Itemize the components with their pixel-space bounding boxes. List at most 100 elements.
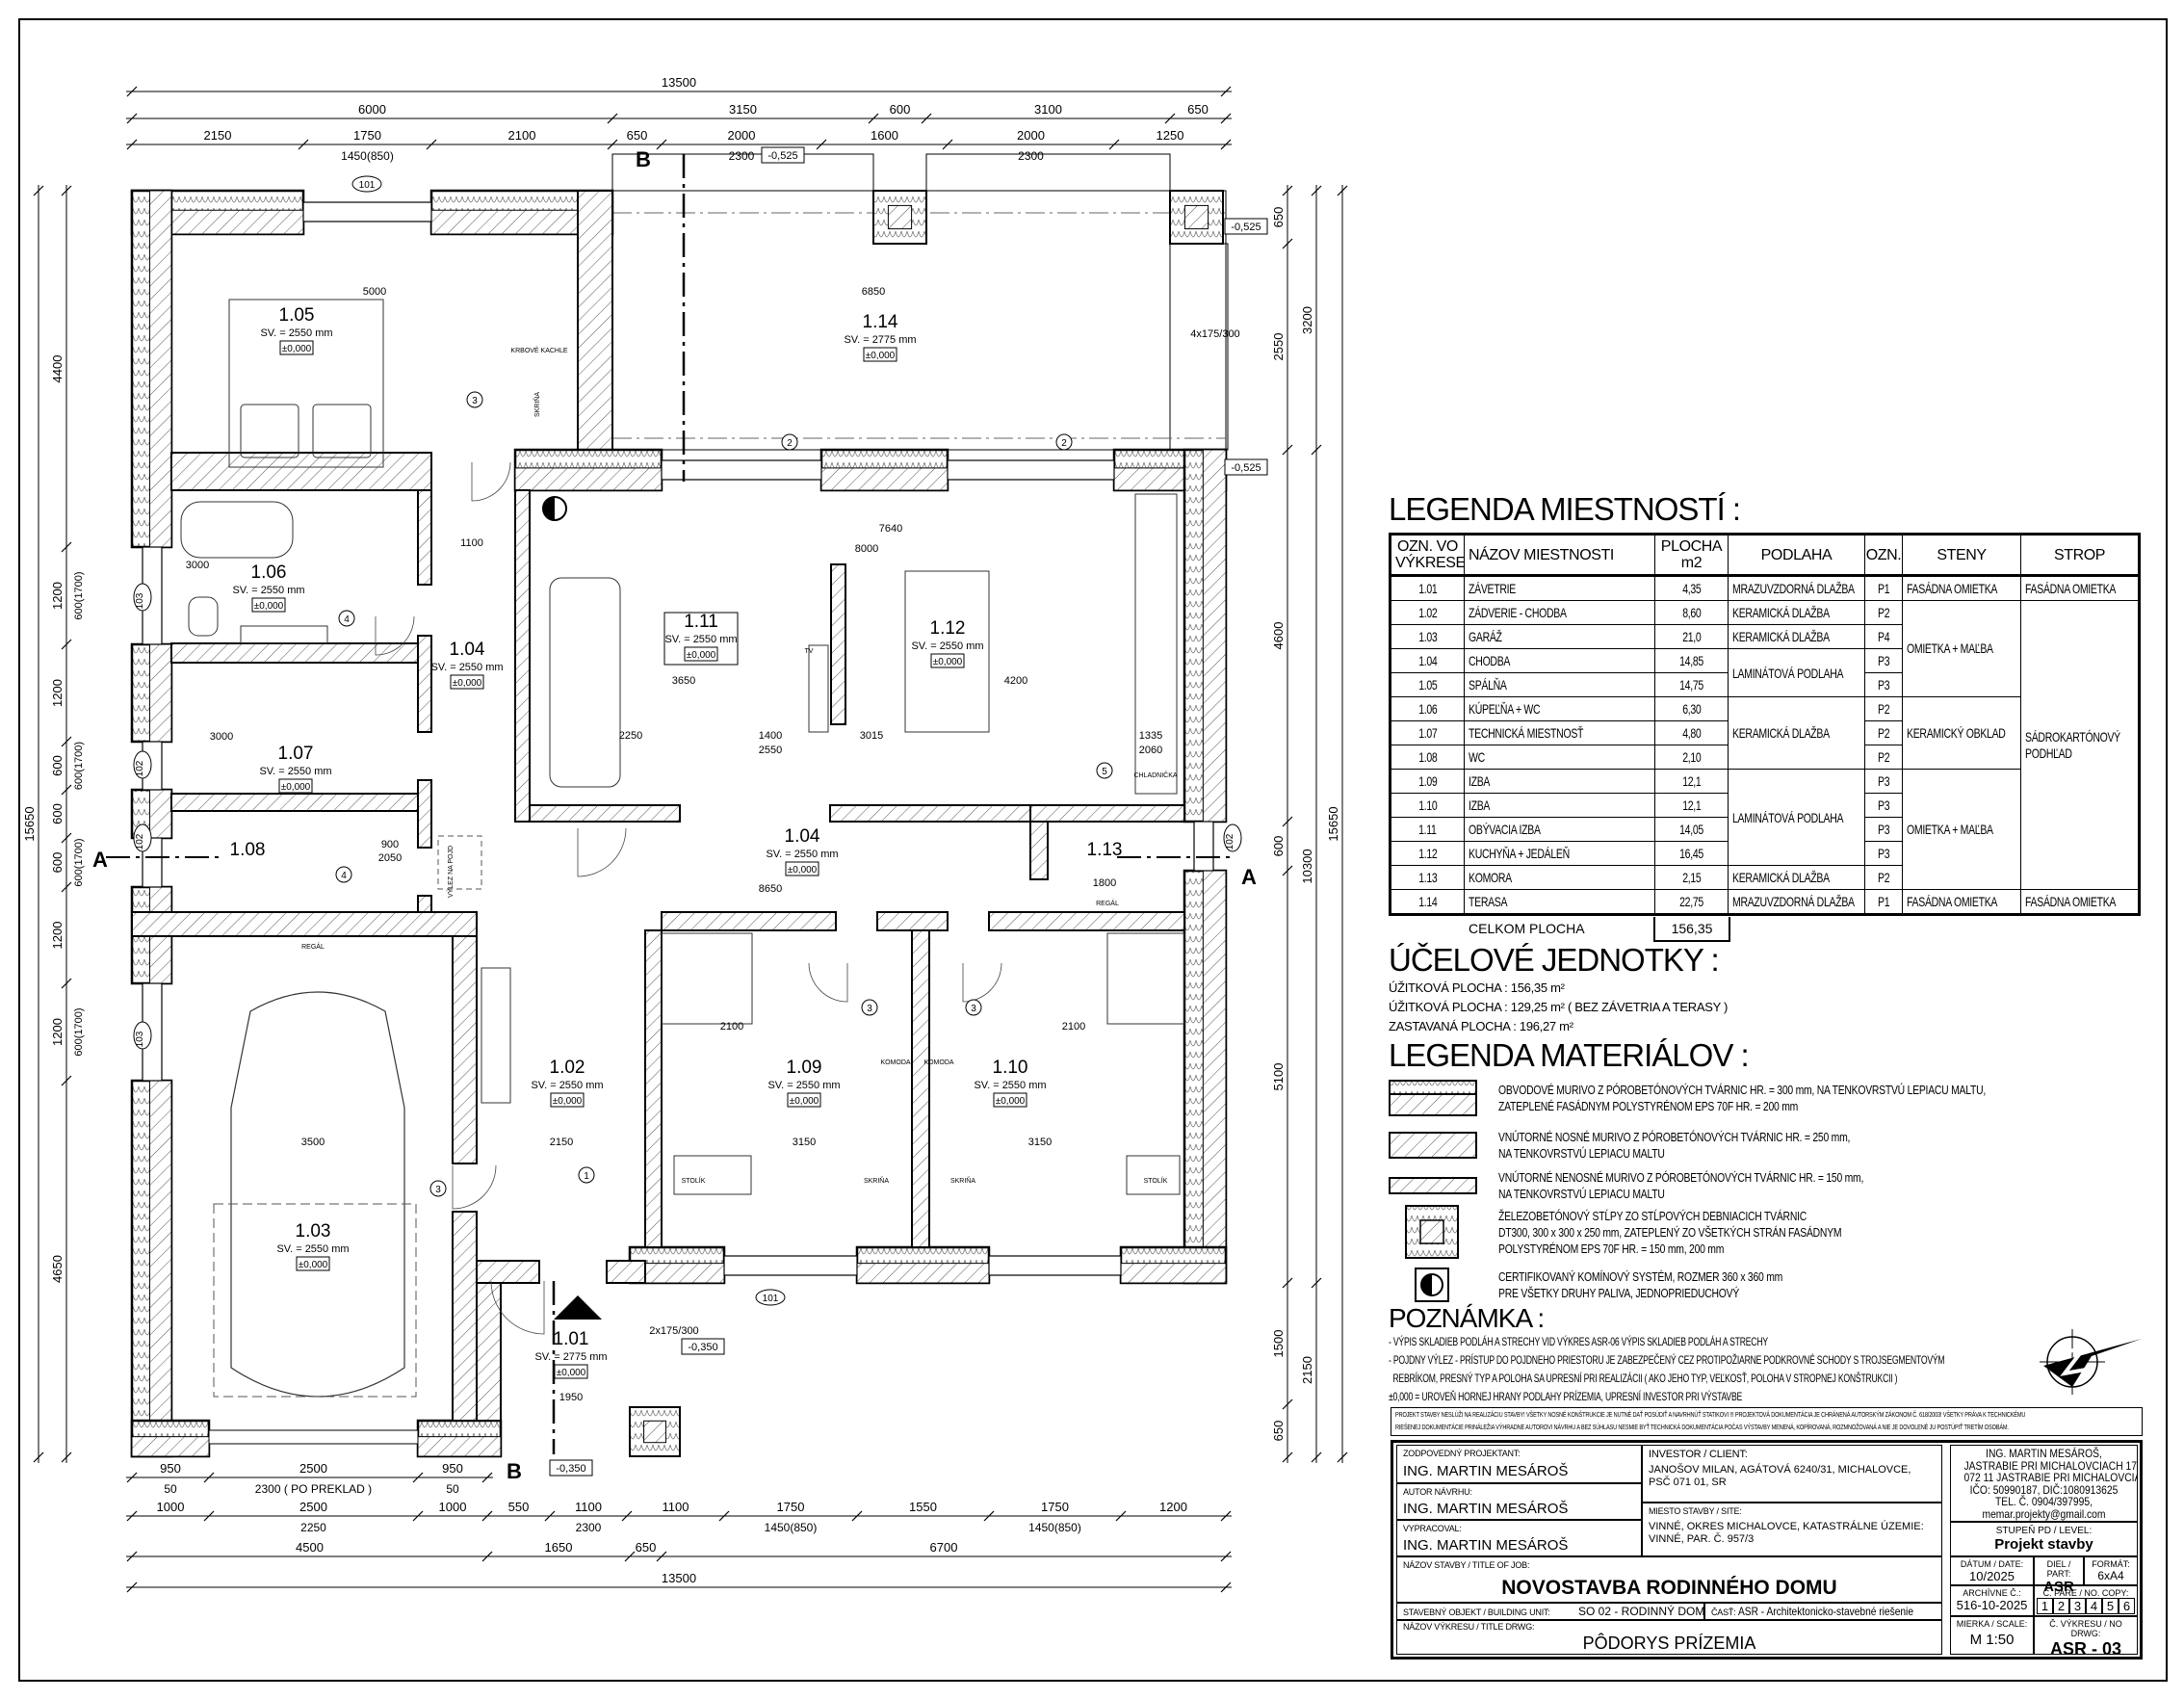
furniture-label: STOLÍK xyxy=(1144,1176,1168,1185)
room-floor: KERAMICKÁ DLAŽBA xyxy=(1732,605,1830,620)
level-value: -0,525 xyxy=(767,150,797,162)
dim-value: 6000 xyxy=(358,102,386,117)
window-tag xyxy=(1223,823,1242,852)
author-cell: AUTOR NÁVRHU:ING. MARTIN MESÁROŠ xyxy=(1396,1483,1642,1520)
dim-value: 1200 xyxy=(1159,1500,1187,1514)
level-box xyxy=(279,340,314,355)
dim-value: 1200 xyxy=(50,1018,65,1046)
room-floor: KERAMICKÁ DLAŽBA xyxy=(1732,870,1830,885)
room-walls: OMIETKA + MAĽBA xyxy=(1907,640,1993,656)
window-tag xyxy=(133,583,152,612)
dim-value: 600 xyxy=(50,803,65,824)
room-name-cell: ZÁDVERIE - CHODBA xyxy=(1464,600,1655,625)
units-line: ZASTAVANÁ PLOCHA : 196,27 m² xyxy=(1389,1019,1573,1033)
room-area: 6,30 xyxy=(1681,701,1702,717)
interior-dim: 2x175/300 xyxy=(649,1325,698,1337)
room-area: 4,80 xyxy=(1681,725,1702,741)
room-name: IZBA xyxy=(1469,773,1491,789)
interior-dim: 7640 xyxy=(879,523,902,535)
room-name-cell: IZBA xyxy=(1464,793,1655,818)
interior-dim: 8000 xyxy=(855,543,878,555)
company-line: JASTRABIE PRI MICHALOVCIACH 17 xyxy=(1963,1458,2138,1473)
room-floor-cell: MRAZUVZDORNÁ DLAŽBA xyxy=(1728,889,1865,915)
walls xyxy=(130,189,1228,1458)
dim-tick xyxy=(481,1510,493,1522)
room-name: OBÝVACIA IZBA xyxy=(1469,822,1541,837)
room-name: IZBA xyxy=(1469,797,1491,813)
dim-value: 1200 xyxy=(50,582,65,610)
dim-value: 1200 xyxy=(50,922,65,950)
room-area-cell: 2,15 xyxy=(1654,865,1729,890)
room-height: SV. = 2550 mm xyxy=(259,766,331,777)
room-floor: MRAZUVZDORNÁ DLAŽBA xyxy=(1732,894,1855,909)
bearing-wall xyxy=(644,929,663,1248)
room-name-cell: TERASA xyxy=(1464,889,1655,915)
disclaimer: PROJEKT STAVBY NESLÚŽI NA REALIZÁCIU STA… xyxy=(1391,1407,2143,1436)
label: ČASŤ: xyxy=(1711,1608,1736,1617)
date: 10/2025 xyxy=(1969,1569,2015,1583)
dim-tick xyxy=(1282,238,1293,249)
floor-code: P3 xyxy=(1877,846,1890,861)
door-tag-label: 5 xyxy=(1102,767,1107,777)
masonry-layer xyxy=(131,1436,210,1457)
room-level: ±0,000 xyxy=(996,1096,1026,1107)
format: 6xA4 xyxy=(2097,1569,2124,1582)
drawing-title: PÔDORYS PRÍZEMIA xyxy=(1582,1634,1756,1653)
room-level: ±0,000 xyxy=(453,678,482,689)
room-label-frame xyxy=(663,612,739,666)
dim-value: 1000 xyxy=(439,1500,467,1514)
dim-tick xyxy=(868,113,879,124)
room-legend-table: OZN. VO VÝKRESE NÁZOV MIESTNOSTI PLOCHA … xyxy=(1389,533,2141,916)
window xyxy=(723,1255,858,1276)
interior-dim: 3150 xyxy=(1028,1137,1052,1148)
room-height: SV. = 2550 mm xyxy=(911,640,983,652)
bearing-wall xyxy=(131,911,478,937)
bearing-wall xyxy=(988,911,1185,931)
bearing-wall xyxy=(829,804,1031,823)
dim-tick xyxy=(1282,1277,1293,1289)
company-line: 072 11 JASTRABIE PRI MICHALOVCIACH xyxy=(1963,1471,2138,1484)
furniture-label: CHLADNIČKA xyxy=(1133,771,1177,779)
copy-number: 1 xyxy=(2037,1598,2053,1614)
interior-dim: 3500 xyxy=(301,1137,325,1148)
door-swing xyxy=(577,827,627,877)
level-box xyxy=(684,646,718,662)
floor-code: P3 xyxy=(1877,822,1890,837)
col-header-ceiling: STROP xyxy=(2020,534,2140,577)
room-id-cell: 1.03 xyxy=(1390,624,1465,649)
dim-value: 2250 xyxy=(300,1521,326,1534)
room-id-cell: 1.11 xyxy=(1390,817,1465,842)
dim-tick xyxy=(1164,113,1176,124)
window xyxy=(302,201,432,222)
chimney-icon xyxy=(543,497,555,520)
responsible-designer-cell: ZODPOVEDNÝ PROJEKTANT:ING. MARTIN MESÁRO… xyxy=(1396,1445,1642,1483)
dim-value: 1500 xyxy=(1271,1330,1286,1358)
dim-value: 2100 xyxy=(508,128,536,143)
dim-tick xyxy=(61,185,72,196)
dim-tick xyxy=(61,541,72,553)
partition-wall xyxy=(417,489,432,586)
room-floor-cell: KERAMICKÁ DLAŽBA xyxy=(1728,600,1865,625)
floor-code-cell: P2 xyxy=(1864,720,1903,745)
room-area-cell: 21,0 xyxy=(1654,624,1729,649)
tv-stand xyxy=(808,644,829,733)
dim-tick xyxy=(126,1581,138,1593)
floor-code-cell: P3 xyxy=(1864,672,1903,697)
investor: JANOŠOV MILAN, AGÁTOVÁ 6240/31, MICHALOV… xyxy=(1649,1464,1911,1488)
dim-value: 2150 xyxy=(204,128,232,143)
material-text: DT300, 300 x 300 x 250 mm, ZATEPLENÝ ZO … xyxy=(1498,1224,1842,1240)
door-tag xyxy=(1055,433,1073,451)
room-floor-cell: KERAMICKÁ DLAŽBA xyxy=(1728,696,1865,770)
dim-value: 1250 xyxy=(1157,128,1184,143)
dim-tick xyxy=(203,1472,215,1483)
dim-tick xyxy=(61,639,72,650)
interior-dim: 2100 xyxy=(720,1021,743,1032)
material-text: VNÚTORNÉ NENOSNÉ MURIVO Z PÓROBETÓNOVÝCH… xyxy=(1498,1170,1864,1185)
room-id: 1.05 xyxy=(1417,677,1438,693)
room-walls-cell: KERAMICKÝ OBKLAD xyxy=(1902,696,2021,770)
attic-hatch xyxy=(437,835,482,890)
room-walls: FASÁDNA OMIETKA xyxy=(1907,893,1998,909)
room-name: GARÁŽ xyxy=(1469,629,1502,644)
